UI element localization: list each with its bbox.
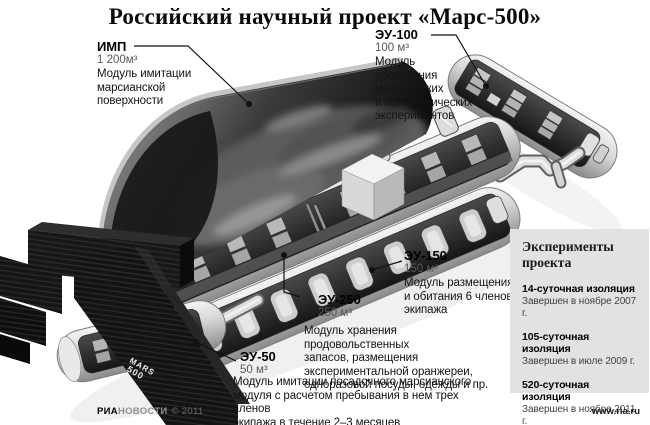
module-eu50-code: ЭУ-50 (240, 349, 276, 364)
module-imp-volume: 1 200м³ (97, 54, 138, 66)
copyright-year: © 2011 (171, 406, 204, 417)
module-eu150-graphic (172, 187, 521, 372)
leader-eu150 (371, 260, 403, 271)
module-imp-code: ИМП (97, 39, 127, 54)
leader-dots (193, 83, 489, 345)
module-eu250-code: ЭУ-250 (318, 292, 361, 307)
leader-lines (134, 34, 487, 362)
experiment-item: 105-суточная изоляция Завершен в июле 20… (522, 331, 637, 368)
airlock-box (341, 153, 405, 221)
leader-eu100 (431, 34, 487, 87)
module-eu150-volume: 150 м³ (404, 263, 439, 275)
eu100-equipment (464, 66, 610, 164)
experiments-panel: Эксперименты проекта 14-суточная изоляци… (510, 229, 649, 425)
module-eu150-description: Модуль размещения и обитания 6 членов эк… (404, 277, 514, 316)
experiment-status: Завершен в ноябре 2007 г. (522, 296, 637, 319)
module-eu250-volume: 250 м³ (318, 307, 353, 319)
experiment-item: 520-суточная изоляция Завершен в ноябре … (522, 379, 637, 425)
leader-eu250 (283, 256, 301, 298)
leader-eu50 (195, 341, 237, 362)
module-eu100-graphic (447, 54, 618, 179)
experiments-panel-title: Эксперименты проекта (522, 239, 614, 270)
module-eu50-description: Модуль имитации посадочного марсианского… (233, 376, 472, 425)
module-label-eu100: ЭУ-100 100 м³ Модуль проведения медицинс… (375, 28, 500, 124)
website-url: www.ria.ru (591, 406, 640, 417)
experiment-name: 520-суточная изоляция (522, 379, 590, 403)
leader-imp (134, 45, 250, 105)
black-frame: MARS 500 (0, 222, 250, 425)
module-label-eu250: ЭУ-250 250 м³ (318, 293, 361, 320)
corridor-tube (493, 146, 586, 189)
page-title: Российский научный проект «Марс-500» (108, 4, 542, 29)
module-eu100-volume: 100 м³ (375, 42, 410, 54)
module-eu100-description: Модуль проведения медицинских и психолог… (375, 56, 473, 122)
dome-imp-graphic (97, 57, 433, 293)
module-eu250-description: Модуль хранения продовольственных запасо… (304, 325, 489, 391)
mars-terrain (171, 105, 429, 246)
agency-credit: РИАНОВОСТИ© 2011 (97, 406, 203, 417)
experiment-status: Завершен в июле 2009 г. (522, 356, 635, 367)
experiment-status: Завершен в ноябре 2011 г. (522, 404, 636, 425)
experiment-item: 14-суточная изоляция Завершен в ноябре 2… (522, 283, 637, 320)
module-eu100-code: ЭУ-100 (375, 27, 418, 42)
experiment-name: 105-суточная изоляция (522, 331, 590, 355)
experiment-name: 14-суточная изоляция (522, 283, 635, 295)
module-imp-description: Модуль имитации марсианской поверхности (97, 68, 192, 107)
module-label-imp: ИМП 1 200м³ Модуль имитации марсианской … (97, 40, 207, 109)
module-eu50-volume: 50 м³ (240, 364, 268, 376)
module-label-eu150: ЭУ-150 150 м³ Модуль размещения и обитан… (404, 249, 534, 318)
brand-ria: РИА (97, 406, 118, 417)
module-label-eu50: ЭУ-50 50 м³ (240, 350, 276, 377)
brand-novosti: НОВОСТИ (117, 406, 168, 417)
module-eu150-code: ЭУ-150 (404, 248, 447, 263)
